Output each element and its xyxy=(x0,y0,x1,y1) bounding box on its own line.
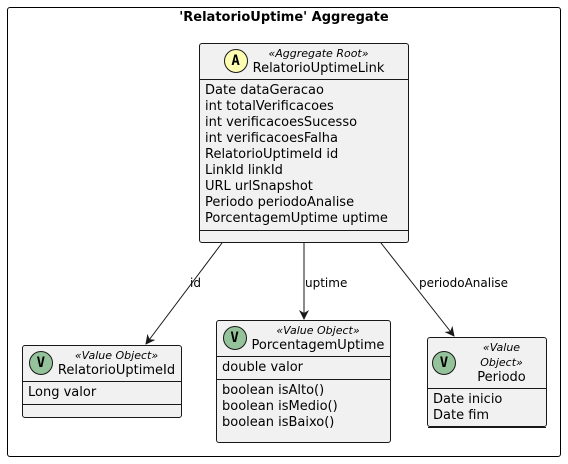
field: Date dataGeracao xyxy=(205,83,324,98)
class-header: V «Value Object» Periodo xyxy=(428,338,546,388)
field: RelatorioUptimeId id xyxy=(205,147,339,162)
field: PorcentagemUptime uptime xyxy=(205,211,388,226)
class-porcentagem-uptime[interactable]: V «Value Object» PorcentagemUptime doubl… xyxy=(216,320,391,443)
field: LinkId linkId xyxy=(205,163,283,178)
class-header: V «Value Object» RelatorioUptimeId xyxy=(23,346,181,381)
class-header: A «Aggregate Root» RelatorioUptimeLink xyxy=(200,44,408,79)
fields-section: Long valor xyxy=(23,381,181,404)
field: double valor xyxy=(222,360,304,375)
methods-section xyxy=(200,230,408,237)
field: int totalVerificacoes xyxy=(205,99,334,114)
field: Date fim xyxy=(433,408,490,423)
method: boolean isBaixo() xyxy=(222,415,335,430)
abstract-class-icon: A xyxy=(223,49,248,73)
value-object-icon: V xyxy=(432,350,456,375)
class-header: V «Value Object» PorcentagemUptime xyxy=(217,321,390,356)
stereotype-label: «Value Object» xyxy=(276,324,360,337)
edge-label-id: id xyxy=(190,276,201,290)
package-title: 'RelatorioUptime' Aggregate xyxy=(179,10,389,25)
class-relatorio-uptime-id[interactable]: V «Value Object» RelatorioUptimeId Long … xyxy=(22,345,182,418)
fields-section: Date inicio Date fim xyxy=(428,388,546,427)
field: int verificacoesSucesso xyxy=(205,115,358,130)
fields-section: double valor xyxy=(217,356,390,379)
class-periodo[interactable]: V «Value Object» Periodo Date inicio Dat… xyxy=(427,337,547,428)
field: URL urlSnapshot xyxy=(205,179,313,194)
method: boolean isMedio() xyxy=(222,399,338,414)
class-name: Periodo xyxy=(477,370,526,385)
class-name: RelatorioUptimeId xyxy=(57,363,176,378)
edge-label-uptime: uptime xyxy=(305,276,348,290)
field: Date inicio xyxy=(433,392,503,407)
field: Long valor xyxy=(28,385,97,400)
field: int verificacoesFalha xyxy=(205,131,338,146)
methods-section xyxy=(23,404,181,411)
method: boolean isAlto() xyxy=(222,383,325,398)
fields-section: Date dataGeracao int totalVerificacoes i… xyxy=(200,79,408,230)
class-relatorio-uptime-link[interactable]: A «Aggregate Root» RelatorioUptimeLink D… xyxy=(199,43,409,243)
stereotype-label: «Aggregate Root» xyxy=(268,47,369,60)
field: Periodo periodoAnalise xyxy=(205,195,355,210)
value-object-icon: V xyxy=(28,351,53,375)
aggregate-package: 'RelatorioUptime' Aggregate xyxy=(7,7,561,457)
edge-periodo xyxy=(380,242,455,337)
edge-label-periodo: periodoAnalise xyxy=(419,276,509,290)
class-name: RelatorioUptimeLink xyxy=(252,61,385,76)
methods-section xyxy=(428,427,546,434)
methods-section: boolean isAlto() boolean isMedio() boole… xyxy=(217,379,390,434)
value-object-icon: V xyxy=(222,326,247,350)
stereotype-label: «Value Object» xyxy=(480,341,523,369)
edge-id xyxy=(145,242,223,345)
class-name: PorcentagemUptime xyxy=(251,338,385,353)
stereotype-label: «Value Object» xyxy=(74,349,159,362)
